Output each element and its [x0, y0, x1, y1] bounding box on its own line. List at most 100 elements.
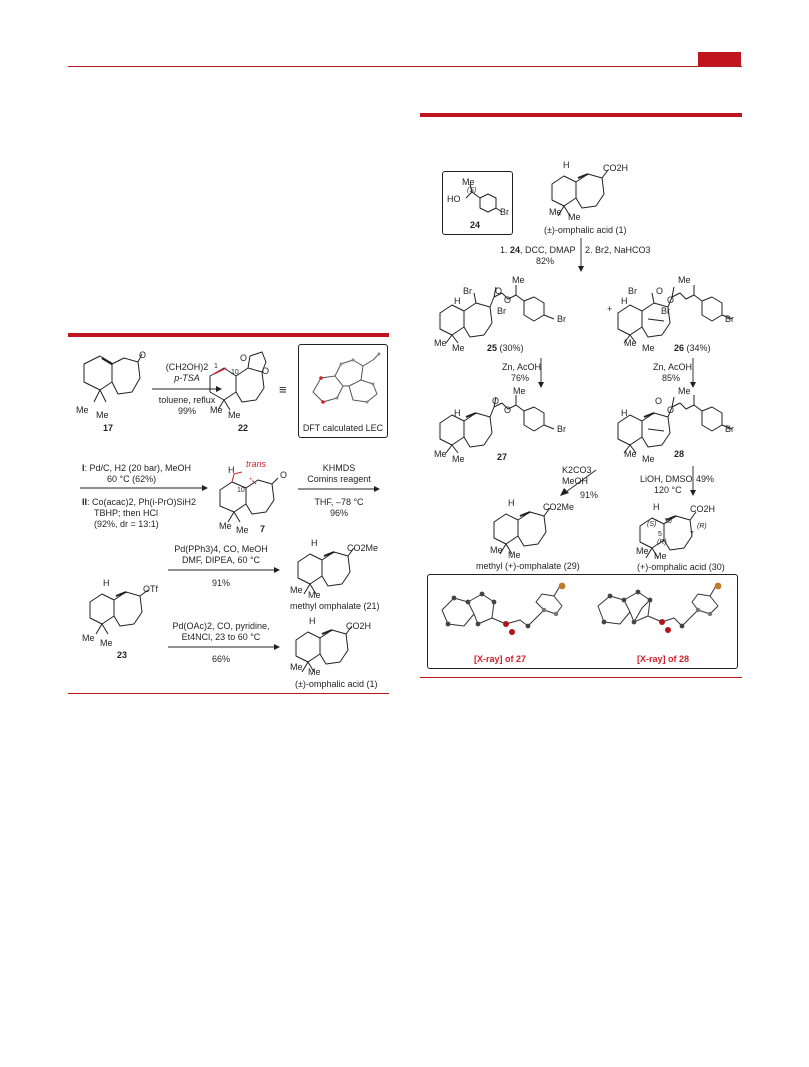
xray-27-caption: [X-ray] of 27 [474, 654, 527, 664]
step1-yield: 82% [535, 256, 554, 266]
zn-left-yield: 76% [510, 373, 529, 383]
structure-1 [295, 625, 353, 673]
reaction-arrow [168, 567, 280, 573]
xray-28-caption: [X-ray] of 28 [637, 654, 690, 664]
left-scheme-bottom-rule [68, 693, 389, 694]
condition-II: II: Co(acac)2, Ph(i-PrO)SiH2 [82, 497, 196, 507]
methyl-label: Me [308, 590, 321, 600]
condition-I-prefix: I [82, 463, 85, 473]
hydrogen-label: H [653, 502, 660, 512]
condition-I: I: Pd/C, H2 (20 bar), MeOH [82, 463, 191, 473]
methyl-label: Me [228, 410, 241, 420]
compound-24-box [442, 171, 513, 235]
reagent-khmds: KHMDS [322, 463, 356, 473]
methyl-label: Me [568, 212, 581, 222]
methyl-label: Me [76, 405, 89, 415]
stereo-r-label: (R) [657, 539, 667, 546]
page-badge [698, 52, 741, 66]
co2h-label: CO2H [346, 621, 372, 631]
oxygen-label: O [504, 405, 512, 415]
reaction-arrow [560, 469, 597, 496]
methyl-label: Me [490, 545, 503, 555]
product-29-name: methyl (+)-omphalate (29) [476, 561, 580, 571]
step1-line1: 1. 24, DCC, DMAP [500, 245, 576, 255]
lioh-label: LiOH, DMSO [640, 474, 693, 484]
methyl-label: Me [452, 454, 465, 464]
reagent-ptsa: p-TSA [174, 373, 200, 383]
methyl-label: Me [624, 338, 637, 348]
stereo-s-label: (S) [647, 521, 657, 528]
bromine-label: Br [500, 207, 509, 217]
oxygen-label: O [656, 286, 664, 296]
reaction-arrow [690, 466, 696, 496]
methyl-label: Me [100, 638, 113, 648]
structure-27 [439, 395, 555, 454]
methyl-label: Me [82, 633, 95, 643]
zn-right-conditions: Zn, AcOH [653, 362, 693, 372]
structure-21 [297, 547, 355, 595]
reaction-arrow [578, 238, 584, 272]
methyl-label: Me [508, 550, 521, 560]
methyl-label: Me [513, 386, 526, 396]
methyl-label: Me [462, 177, 475, 187]
lower-condition-line2: Et4NCl, 23 to 60 °C [181, 632, 261, 642]
reagent-ethylene-glycol: (CH2OH)2 [165, 362, 209, 372]
oxygen-label: O [280, 470, 288, 480]
hydrogen-label: H [563, 160, 570, 170]
oxygen-label: O [655, 396, 663, 406]
condition-II-line2: TBHP; then HCl [94, 508, 159, 518]
bromine-label: Br [725, 424, 734, 434]
stereo-r-label: (R) [697, 523, 707, 530]
bromine-label: Br [497, 306, 506, 316]
methyl-label: Me [219, 521, 232, 531]
methyl-label: Me [678, 386, 691, 396]
compound-27-label: 27 [497, 452, 508, 462]
right-scheme-bottom-rule [420, 677, 742, 678]
dft-structure-box [298, 344, 388, 438]
omphalic-acid-name: (±)-omphalic acid (1) [544, 225, 627, 235]
methyl-label: Me [434, 338, 447, 348]
atom-number-1: 1 [214, 363, 218, 370]
hydrogen-label: H [621, 408, 628, 418]
product-1-name: (±)-omphalic acid (1) [295, 679, 378, 689]
header-rule [68, 66, 742, 67]
atom-number-10: 10 [231, 369, 239, 376]
xray-model-27-image [441, 582, 566, 635]
methyl-label: Me [642, 343, 655, 353]
oxygen-label: O [492, 396, 500, 406]
methyl-label: Me [210, 405, 223, 415]
lioh-yield: 49% [696, 474, 715, 484]
methyl-label: Me [290, 585, 303, 595]
xray-model-28-image [597, 582, 722, 633]
step1-line2: 2. Br2, NaHCO3 [585, 245, 651, 255]
product-30-name: (+)-omphalic acid (30) [637, 562, 725, 572]
methyl-label: Me [549, 207, 562, 217]
bromine-label: Br [557, 424, 566, 434]
hydrogen-label: H [311, 538, 318, 548]
reaction-arrow [80, 485, 208, 491]
hydrogen-label: H [621, 296, 628, 306]
condition-I-text: : Pd/C, H2 (20 bar), MeOH [84, 463, 192, 473]
oxygen-label: O [262, 366, 270, 376]
methyl-label: Me [624, 449, 637, 459]
atom-number-10: 10 [664, 518, 672, 525]
structure-17 [83, 353, 143, 403]
otf-label: OTf [143, 584, 158, 594]
bromine-label: Br [725, 314, 734, 324]
zn-right-yield: 85% [661, 373, 680, 383]
hydrogen-label: H [454, 408, 461, 418]
condition-II-prefix: II [82, 497, 88, 507]
upper-condition-line1: Pd(PPh3)4, CO, MeOH [174, 544, 268, 554]
methyl-label: Me [452, 343, 465, 353]
reagent-thf: THF, –78 °C [314, 497, 364, 507]
methyl-label: Me [636, 546, 649, 556]
methyl-label: Me [434, 449, 447, 459]
structure-23 [89, 589, 149, 635]
oxygen-label: O [667, 405, 675, 415]
zn-left-conditions: Zn, AcOH [502, 362, 542, 372]
bromine-label: Br [661, 306, 670, 316]
compound-25-label: 25 (30%) [487, 343, 524, 353]
lower-condition-line1: Pd(OAc)2, CO, pyridine, [172, 621, 270, 631]
lower-yield: 66% [211, 654, 230, 664]
oxygen-label: O [667, 295, 675, 305]
